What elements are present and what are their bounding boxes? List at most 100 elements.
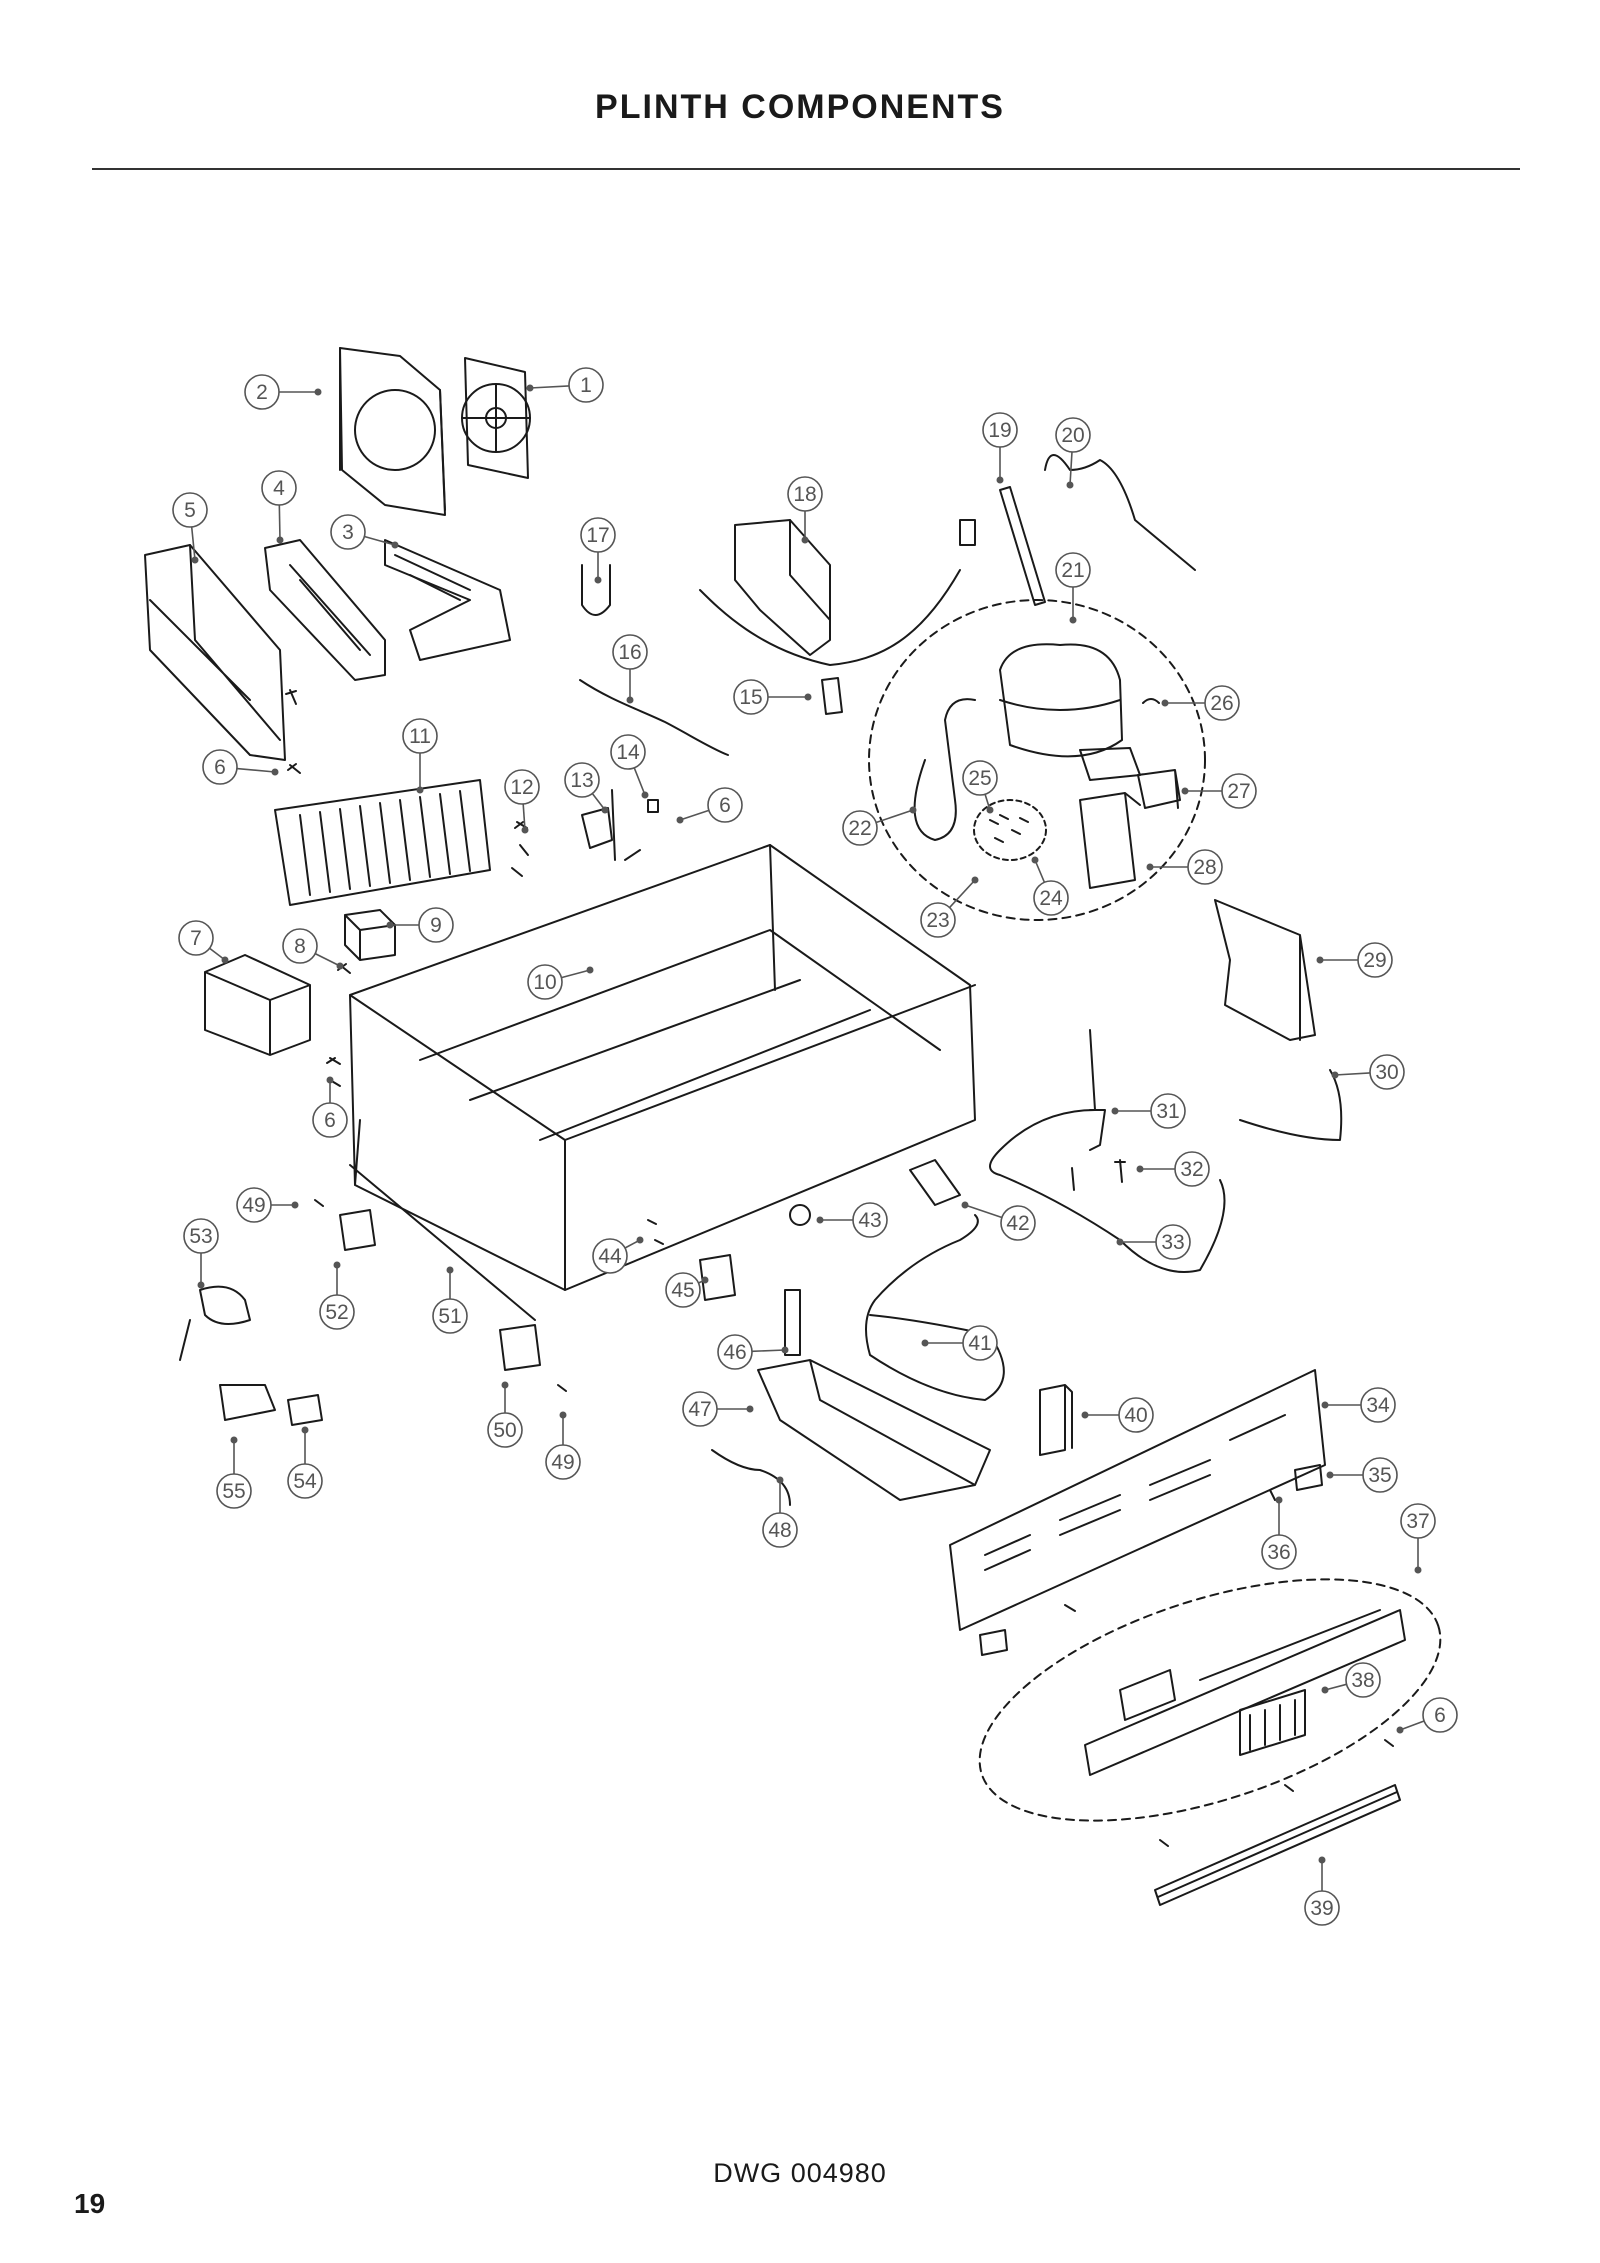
callout-dot bbox=[1081, 1411, 1089, 1419]
callout-dot bbox=[626, 696, 634, 704]
callout-dot bbox=[191, 556, 199, 564]
callout-label: 6 bbox=[1434, 1704, 1446, 1727]
part-grille-frame bbox=[1084, 1609, 1406, 1776]
callout-46: 46 bbox=[717, 1334, 789, 1370]
callout-label: 39 bbox=[1310, 1897, 1333, 1920]
callout-label: 4 bbox=[273, 477, 285, 500]
callout-30: 30 bbox=[1331, 1054, 1405, 1090]
part-valve-53 bbox=[179, 1285, 251, 1361]
callout-dot bbox=[301, 1426, 309, 1434]
part-heater-loop bbox=[865, 1214, 1005, 1401]
callout-dot bbox=[197, 1281, 205, 1289]
page-number: 19 bbox=[74, 2188, 106, 2219]
callout-label: 20 bbox=[1061, 424, 1084, 447]
callout-48: 48 bbox=[762, 1476, 798, 1548]
callout-54: 54 bbox=[287, 1426, 323, 1499]
callout-circle bbox=[312, 1102, 348, 1138]
part-compressor bbox=[999, 643, 1141, 781]
callout-29: 29 bbox=[1316, 942, 1393, 978]
callout-26: 26 bbox=[1161, 685, 1240, 721]
grommet-group-outline bbox=[973, 799, 1047, 861]
part-valve-55 bbox=[219, 1384, 276, 1421]
callout-dot bbox=[326, 1076, 334, 1084]
part-grille-strip bbox=[1154, 1784, 1401, 1906]
callout-dot bbox=[816, 1216, 824, 1224]
callout-circle bbox=[1187, 849, 1223, 885]
callout-label: 18 bbox=[793, 483, 816, 506]
callout-circle bbox=[178, 920, 214, 956]
grille-assembly-outline bbox=[978, 1578, 1442, 1822]
callout-leader bbox=[948, 879, 976, 909]
callout-leader bbox=[1069, 451, 1073, 486]
callout-18: 18 bbox=[787, 476, 823, 544]
callout-49: 49 bbox=[236, 1187, 299, 1223]
callout-circle bbox=[1174, 1151, 1210, 1187]
part-kick-panel bbox=[949, 1369, 1326, 1631]
part-condenser-coil bbox=[274, 779, 491, 906]
callout-dot bbox=[986, 806, 994, 814]
callout-circle bbox=[564, 762, 600, 798]
callout-label: 19 bbox=[988, 419, 1011, 442]
callout-17: 17 bbox=[580, 517, 616, 584]
callout-label: 54 bbox=[293, 1470, 317, 1493]
callout-55: 55 bbox=[216, 1436, 252, 1509]
callout-dot bbox=[801, 536, 809, 544]
callout-15: 15 bbox=[733, 679, 812, 715]
callout-label: 37 bbox=[1406, 1510, 1429, 1533]
callout-label: 44 bbox=[598, 1245, 622, 1268]
callout-label: 51 bbox=[438, 1305, 461, 1328]
callout-dot bbox=[1066, 481, 1074, 489]
callout-dot bbox=[746, 1405, 754, 1413]
callout-label: 21 bbox=[1061, 559, 1084, 582]
callout-leader bbox=[1334, 1072, 1371, 1076]
callout-circle bbox=[1357, 942, 1393, 978]
callout-circle bbox=[1345, 1662, 1381, 1698]
callout-6: 6 bbox=[202, 749, 279, 785]
callout-circle bbox=[1000, 1205, 1036, 1241]
callout-dot bbox=[221, 956, 229, 964]
callout-dot bbox=[526, 384, 534, 392]
callout-40: 40 bbox=[1081, 1397, 1154, 1433]
callout-label: 3 bbox=[342, 521, 354, 544]
callout-circle bbox=[852, 1202, 888, 1238]
callout-42: 42 bbox=[961, 1201, 1036, 1241]
callout-50: 50 bbox=[487, 1381, 523, 1448]
callout-label: 10 bbox=[533, 971, 556, 994]
callout-label: 23 bbox=[926, 909, 949, 932]
part-valve-54 bbox=[287, 1394, 323, 1426]
page-title: PLINTH COMPONENTS bbox=[595, 88, 1005, 126]
callout-label: 33 bbox=[1161, 1231, 1184, 1254]
callout-dot bbox=[909, 806, 917, 814]
part-switch-52 bbox=[339, 1209, 376, 1251]
callout-label: 6 bbox=[719, 794, 731, 817]
callout-27: 27 bbox=[1181, 773, 1257, 809]
callout-circle bbox=[568, 367, 604, 403]
callout-label: 35 bbox=[1368, 1464, 1391, 1487]
callout-37: 37 bbox=[1400, 1503, 1436, 1574]
callout-dot bbox=[1331, 1071, 1339, 1079]
callout-dot bbox=[386, 921, 394, 929]
callout-circle bbox=[1055, 552, 1091, 588]
callout-dot bbox=[446, 1266, 454, 1274]
callout-dot bbox=[1275, 1496, 1283, 1504]
callout-label: 49 bbox=[551, 1451, 574, 1474]
callout-dot bbox=[336, 962, 344, 970]
callout-label: 52 bbox=[325, 1301, 348, 1324]
callout-1: 1 bbox=[526, 367, 604, 403]
callout-circle bbox=[717, 1334, 753, 1370]
callout-dot bbox=[559, 1411, 567, 1419]
callout-circle bbox=[1118, 1397, 1154, 1433]
callout-44: 44 bbox=[592, 1236, 644, 1274]
part-bracket-42 bbox=[909, 1159, 961, 1206]
callout-leader bbox=[364, 535, 396, 546]
callout-7: 7 bbox=[178, 920, 229, 964]
callout-8: 8 bbox=[282, 928, 344, 970]
callout-circle bbox=[545, 1444, 581, 1480]
callout-39: 39 bbox=[1304, 1856, 1340, 1926]
callout-51: 51 bbox=[432, 1266, 468, 1334]
callout-dot bbox=[276, 536, 284, 544]
callout-leader bbox=[522, 803, 526, 831]
callout-circle bbox=[330, 514, 366, 550]
part-grommet-43 bbox=[789, 1204, 811, 1226]
part-valve-13 bbox=[581, 789, 641, 861]
